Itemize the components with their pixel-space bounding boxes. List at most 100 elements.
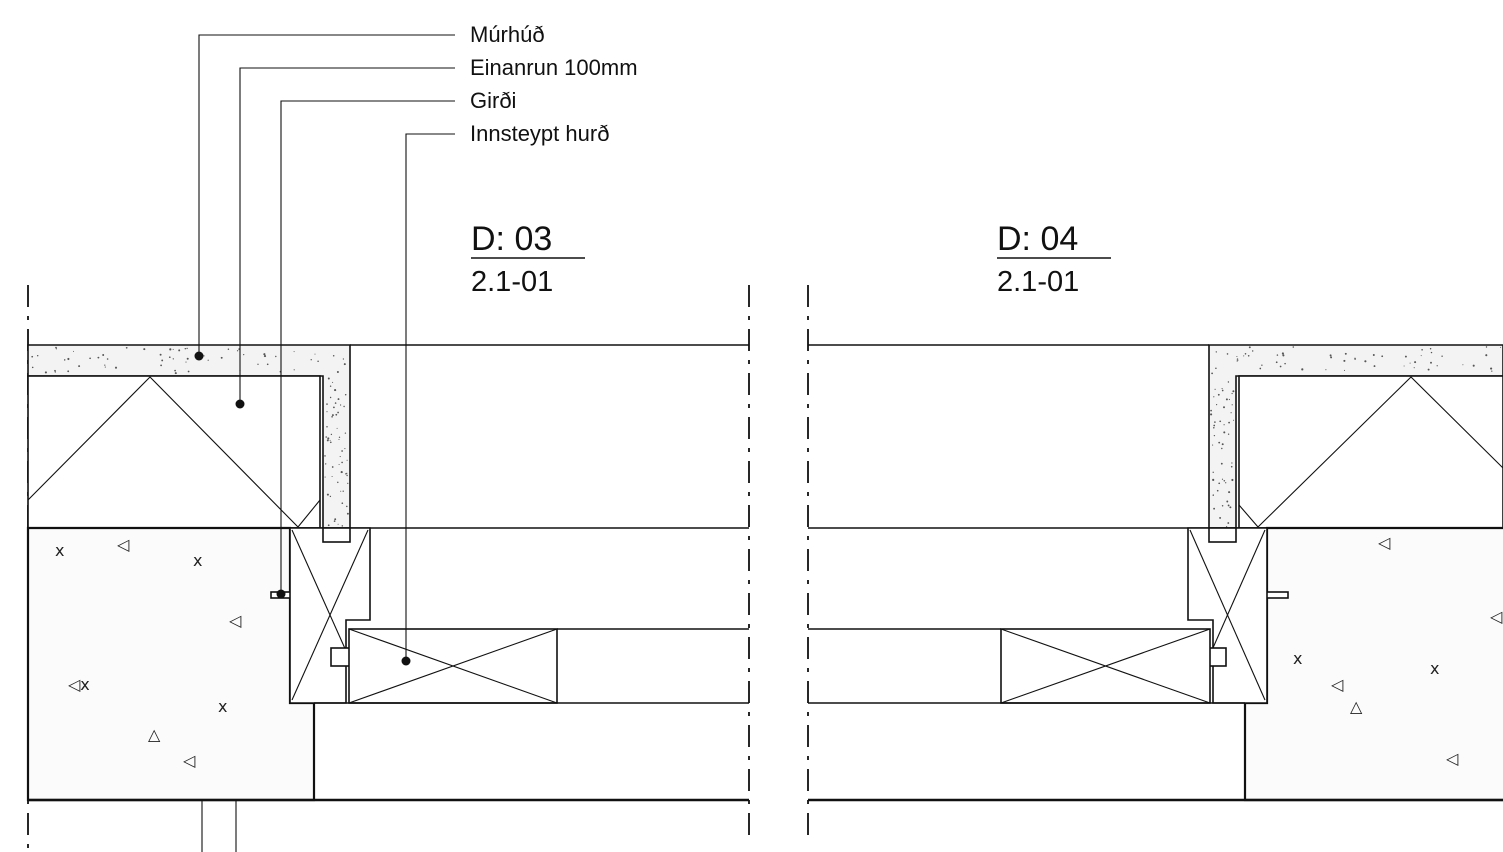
- plaster-speck: [207, 359, 209, 361]
- leader-hurd: [405, 133, 455, 661]
- plaster-speck: [54, 371, 56, 373]
- plaster-speck: [1462, 364, 1464, 366]
- plaster-speck: [1218, 482, 1221, 485]
- svg-text:◁x: ◁x: [67, 675, 90, 694]
- svg-text:◁: ◁: [1445, 749, 1459, 768]
- plaster-speck: [1420, 355, 1422, 357]
- plaster-speck: [1441, 355, 1443, 357]
- plaster-speck: [341, 525, 344, 527]
- plaster-speck: [1429, 348, 1432, 350]
- plaster-speck: [1354, 358, 1356, 360]
- plaster-speck: [1430, 361, 1432, 364]
- plaster-speck: [1212, 494, 1214, 496]
- insulation-edge-left: [297, 499, 321, 528]
- plaster-speck: [330, 433, 333, 436]
- plaster-speck: [1210, 413, 1213, 416]
- frame-cross-b-left: [291, 529, 369, 701]
- plaster-speck: [339, 456, 341, 458]
- plaster-speck: [1219, 420, 1222, 423]
- leader-dot-murhud: [194, 351, 204, 361]
- plaster-speck: [346, 505, 348, 508]
- plaster-speck: [1485, 346, 1488, 348]
- leader-einangrun: [239, 67, 455, 404]
- plaster-speck: [331, 414, 334, 417]
- plaster-speck: [1212, 444, 1214, 446]
- plaster-speck: [1213, 507, 1215, 510]
- plaster-stipple-right: [1210, 346, 1502, 538]
- plaster-speck: [1343, 369, 1346, 371]
- plaster-speck: [1230, 465, 1233, 468]
- plaster-speck: [1216, 404, 1218, 406]
- detail-number-left: D: 03: [471, 220, 552, 258]
- concrete-aggregate-right: ◁ ◁ x ◁ x △ ◁: [1293, 533, 1503, 768]
- plaster-speck: [243, 354, 245, 356]
- plaster-speck: [1427, 368, 1430, 371]
- plaster-speck: [326, 411, 328, 413]
- detail-reference-left: 2.1-01: [471, 266, 553, 298]
- plaster-speck: [310, 359, 312, 361]
- plaster-speck: [1228, 491, 1231, 494]
- plaster-speck: [327, 437, 330, 440]
- concrete-wall-right: [1243, 526, 1503, 802]
- plaster-speck: [263, 353, 266, 356]
- plaster-speck: [1218, 441, 1221, 444]
- plaster-speck: [172, 348, 174, 350]
- plaster-speck: [1261, 364, 1263, 366]
- plaster-speck: [1219, 516, 1222, 519]
- plaster-speck: [331, 466, 334, 468]
- plaster-speck: [1233, 419, 1235, 421]
- plaster-speck: [333, 520, 336, 522]
- plaster-speck: [1343, 359, 1346, 362]
- plaster-speck: [31, 355, 34, 358]
- plaster-speck: [159, 353, 162, 356]
- plaster-speck: [236, 350, 239, 352]
- frame-notch-right: [1208, 527, 1237, 543]
- plaster-speck: [1214, 421, 1216, 423]
- plaster-speck: [220, 356, 223, 359]
- svg-text:x: x: [1430, 659, 1439, 678]
- plaster-speck: [1275, 361, 1278, 364]
- plaster-speck: [324, 455, 326, 457]
- plaster-speck: [1282, 354, 1285, 357]
- plaster-speck: [1276, 354, 1279, 356]
- plaster-speck: [1413, 367, 1415, 369]
- plaster-speck: [338, 463, 340, 466]
- leader-murhud: [198, 34, 455, 356]
- plaster-stipple-left: [31, 346, 349, 536]
- concrete-aggregate-left: x ◁ x ◁ ◁x x △ ◁: [55, 535, 242, 770]
- plaster-speck: [339, 404, 342, 406]
- plaster-speck: [125, 346, 128, 349]
- plaster-speck: [1421, 349, 1423, 351]
- plaster-speck: [1221, 447, 1223, 450]
- plaster-speck: [55, 348, 58, 350]
- plaster-speck: [174, 369, 176, 372]
- plaster-speck: [343, 405, 345, 408]
- plaster-speck: [1221, 504, 1224, 507]
- plaster-speck: [1248, 346, 1251, 349]
- plaster-speck: [1216, 489, 1219, 492]
- plaster-speck: [174, 372, 177, 375]
- plaster-speck: [329, 439, 331, 441]
- plaster-speck: [178, 349, 181, 352]
- concrete-wall-left: [26, 526, 316, 802]
- svg-text:x: x: [218, 697, 227, 716]
- plaster-speck: [346, 459, 348, 461]
- plaster-speck: [1259, 367, 1262, 370]
- plaster-speck: [266, 363, 269, 366]
- plaster-speck: [1229, 506, 1232, 509]
- plaster-speck: [1227, 433, 1230, 435]
- plaster-speck: [89, 357, 91, 360]
- plaster-speck: [329, 385, 332, 387]
- plaster-speck: [1372, 354, 1375, 356]
- plaster-speck: [337, 523, 339, 525]
- plaster-speck: [327, 377, 330, 380]
- insulation-right: [1238, 375, 1503, 529]
- plaster-speck: [1491, 370, 1493, 372]
- plaster-speck: [332, 381, 334, 383]
- plaster-speck: [329, 441, 332, 444]
- plaster-speck: [336, 427, 338, 429]
- plaster-speck: [326, 439, 329, 442]
- plaster-speck: [1381, 355, 1384, 358]
- plaster-speck: [187, 370, 190, 373]
- svg-text:◁: ◁: [228, 611, 242, 630]
